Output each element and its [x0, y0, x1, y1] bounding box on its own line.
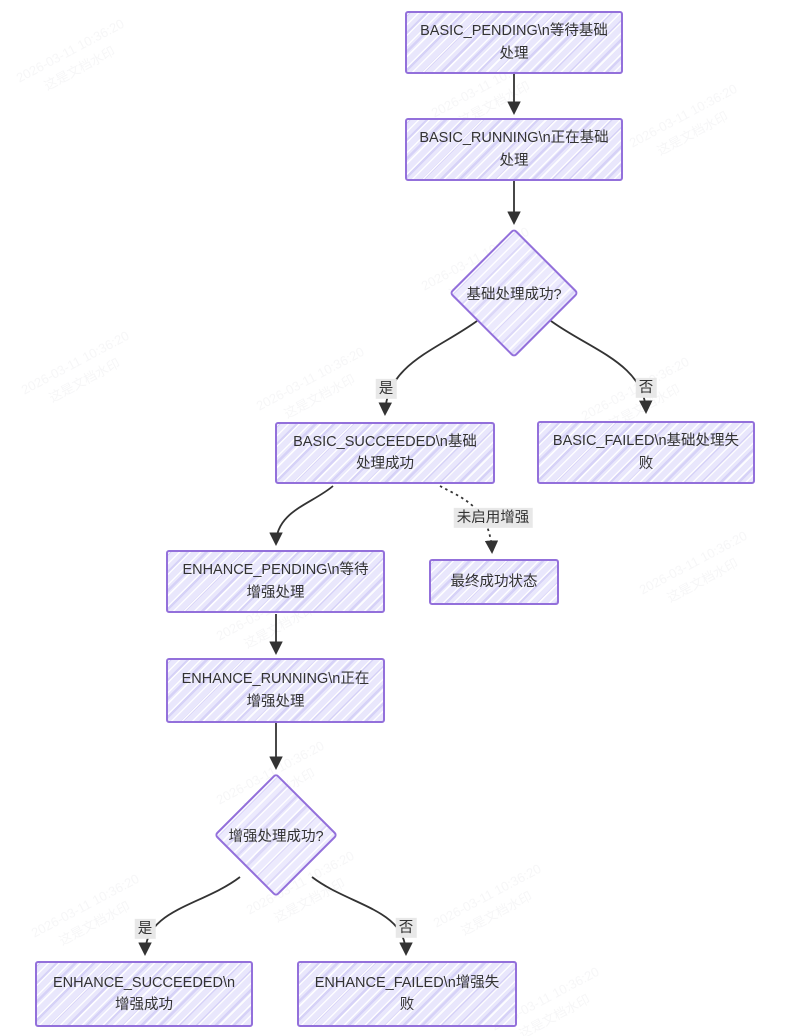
node-basic-succeeded: BASIC_SUCCEEDED\n基础处理成功	[275, 422, 495, 484]
node-basic-pending: BASIC_PENDING\n等待基础处理	[405, 11, 623, 74]
edge-enhance-no-to-failed	[311, 876, 413, 957]
edge-label-enhance-no: 否	[395, 917, 417, 939]
node-basic-running: BASIC_RUNNING\n正在基础处理	[405, 118, 623, 181]
edge-decision-yes-to-succeeded	[378, 320, 478, 417]
edge-enhance-yes-to-succeeded	[138, 876, 241, 957]
edge-label-enhance-yes: 是	[134, 918, 156, 940]
node-final-success: 最终成功状态	[429, 559, 559, 605]
node-enhance-running: ENHANCE_RUNNING\n正在增强处理	[166, 658, 385, 723]
edge-decision-no-to-failed	[550, 320, 653, 415]
edge-label-basic-no: 否	[635, 377, 657, 399]
node-enhance-decision-label: 增强处理成功?	[228, 828, 324, 845]
edge-label-basic-yes: 是	[375, 378, 397, 400]
node-enhance-pending: ENHANCE_PENDING\n等待增强处理	[166, 550, 385, 613]
edge-label-enhance-disabled: 未启用增强	[453, 507, 533, 529]
node-basic-failed: BASIC_FAILED\n基础处理失败	[537, 421, 755, 484]
node-enhance-succeeded: ENHANCE_SUCCEEDED\n增强成功	[35, 961, 253, 1027]
edge-succeeded-to-enhance-pending	[269, 485, 334, 547]
node-enhance-failed: ENHANCE_FAILED\n增强失败	[297, 961, 517, 1027]
node-basic-decision-label: 基础处理成功?	[466, 286, 562, 303]
